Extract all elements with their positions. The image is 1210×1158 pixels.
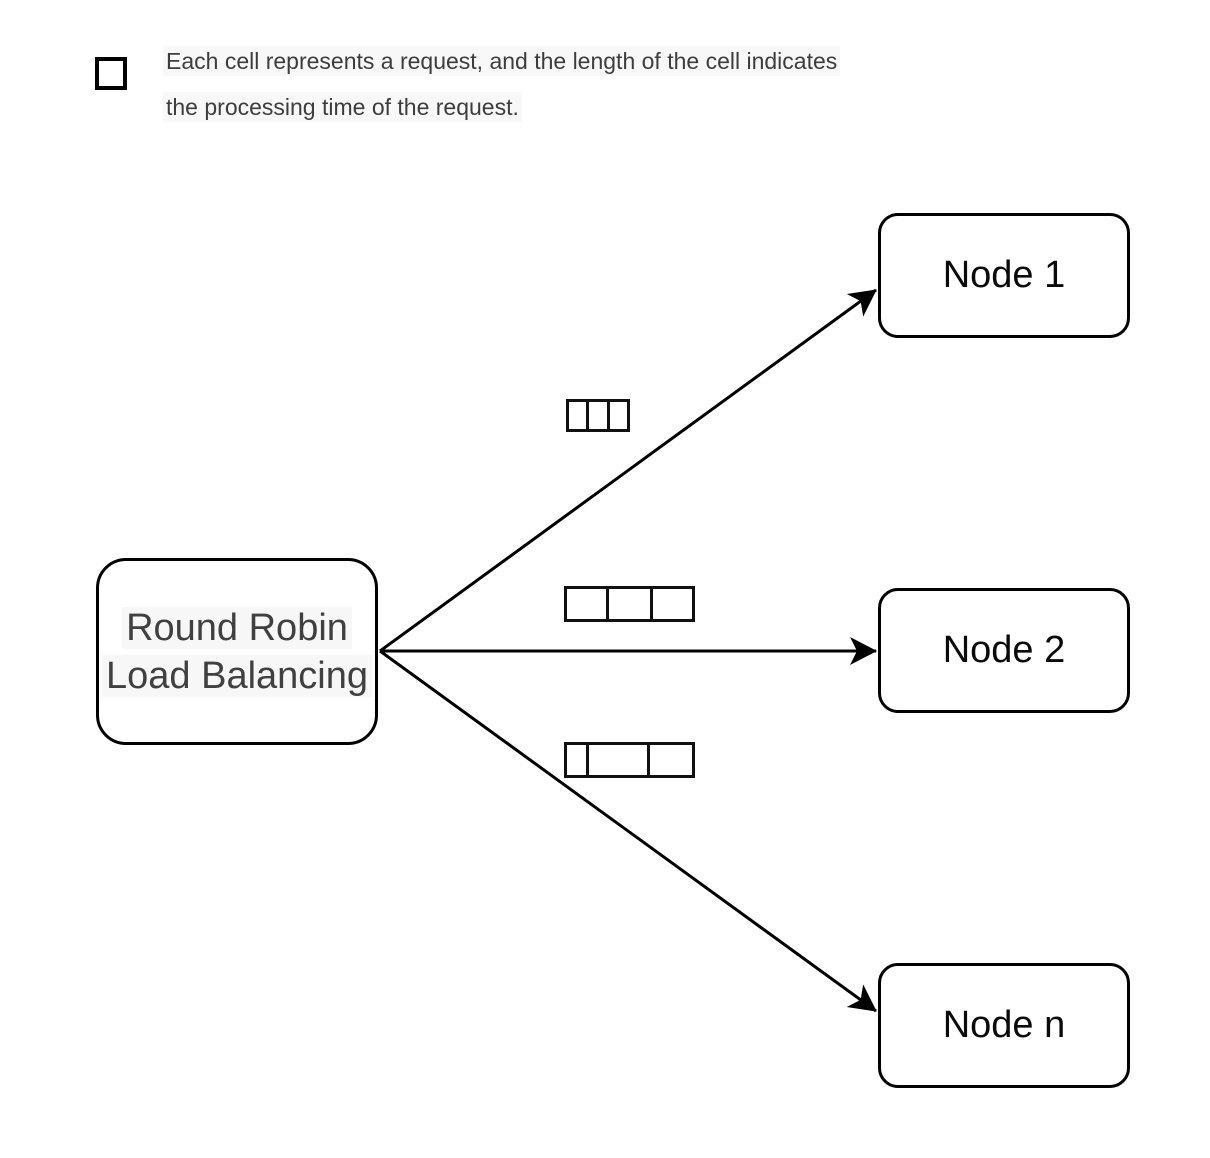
arrow-to-node-1: [379, 288, 877, 653]
balancer-label-line-1: Round Robin: [122, 604, 352, 652]
request-cells-node-n: [564, 742, 695, 778]
arrow-to-node-n: [379, 649, 877, 1013]
legend-line-1: Each cell represents a request, and the …: [163, 38, 841, 84]
node-2-box: Node 2: [878, 588, 1130, 713]
node-n-box: Node n: [878, 963, 1130, 1088]
balancer-box: Round Robin Load Balancing: [96, 558, 378, 745]
balancer-label-line-2: Load Balancing: [102, 652, 372, 700]
node-1-label: Node 1: [942, 254, 1066, 296]
request-cells-node-2: [564, 586, 695, 622]
legend-text: Each cell represents a request, and the …: [163, 38, 841, 130]
request-cell: [585, 745, 648, 775]
request-cell: [649, 589, 693, 619]
legend-line-2: the processing time of the request.: [163, 84, 840, 130]
node-1-box: Node 1: [878, 213, 1130, 338]
node-2-label: Node 2: [942, 629, 1066, 671]
request-cell: [567, 589, 607, 619]
request-cell: [586, 402, 607, 429]
cell-square-icon: [95, 57, 127, 90]
request-cell: [567, 745, 586, 775]
request-cell: [647, 745, 693, 775]
request-cell: [569, 402, 587, 429]
request-cells-node-1: [566, 399, 630, 432]
node-n-label: Node n: [942, 1004, 1066, 1046]
request-cell: [606, 589, 650, 619]
request-cell: [606, 402, 627, 429]
